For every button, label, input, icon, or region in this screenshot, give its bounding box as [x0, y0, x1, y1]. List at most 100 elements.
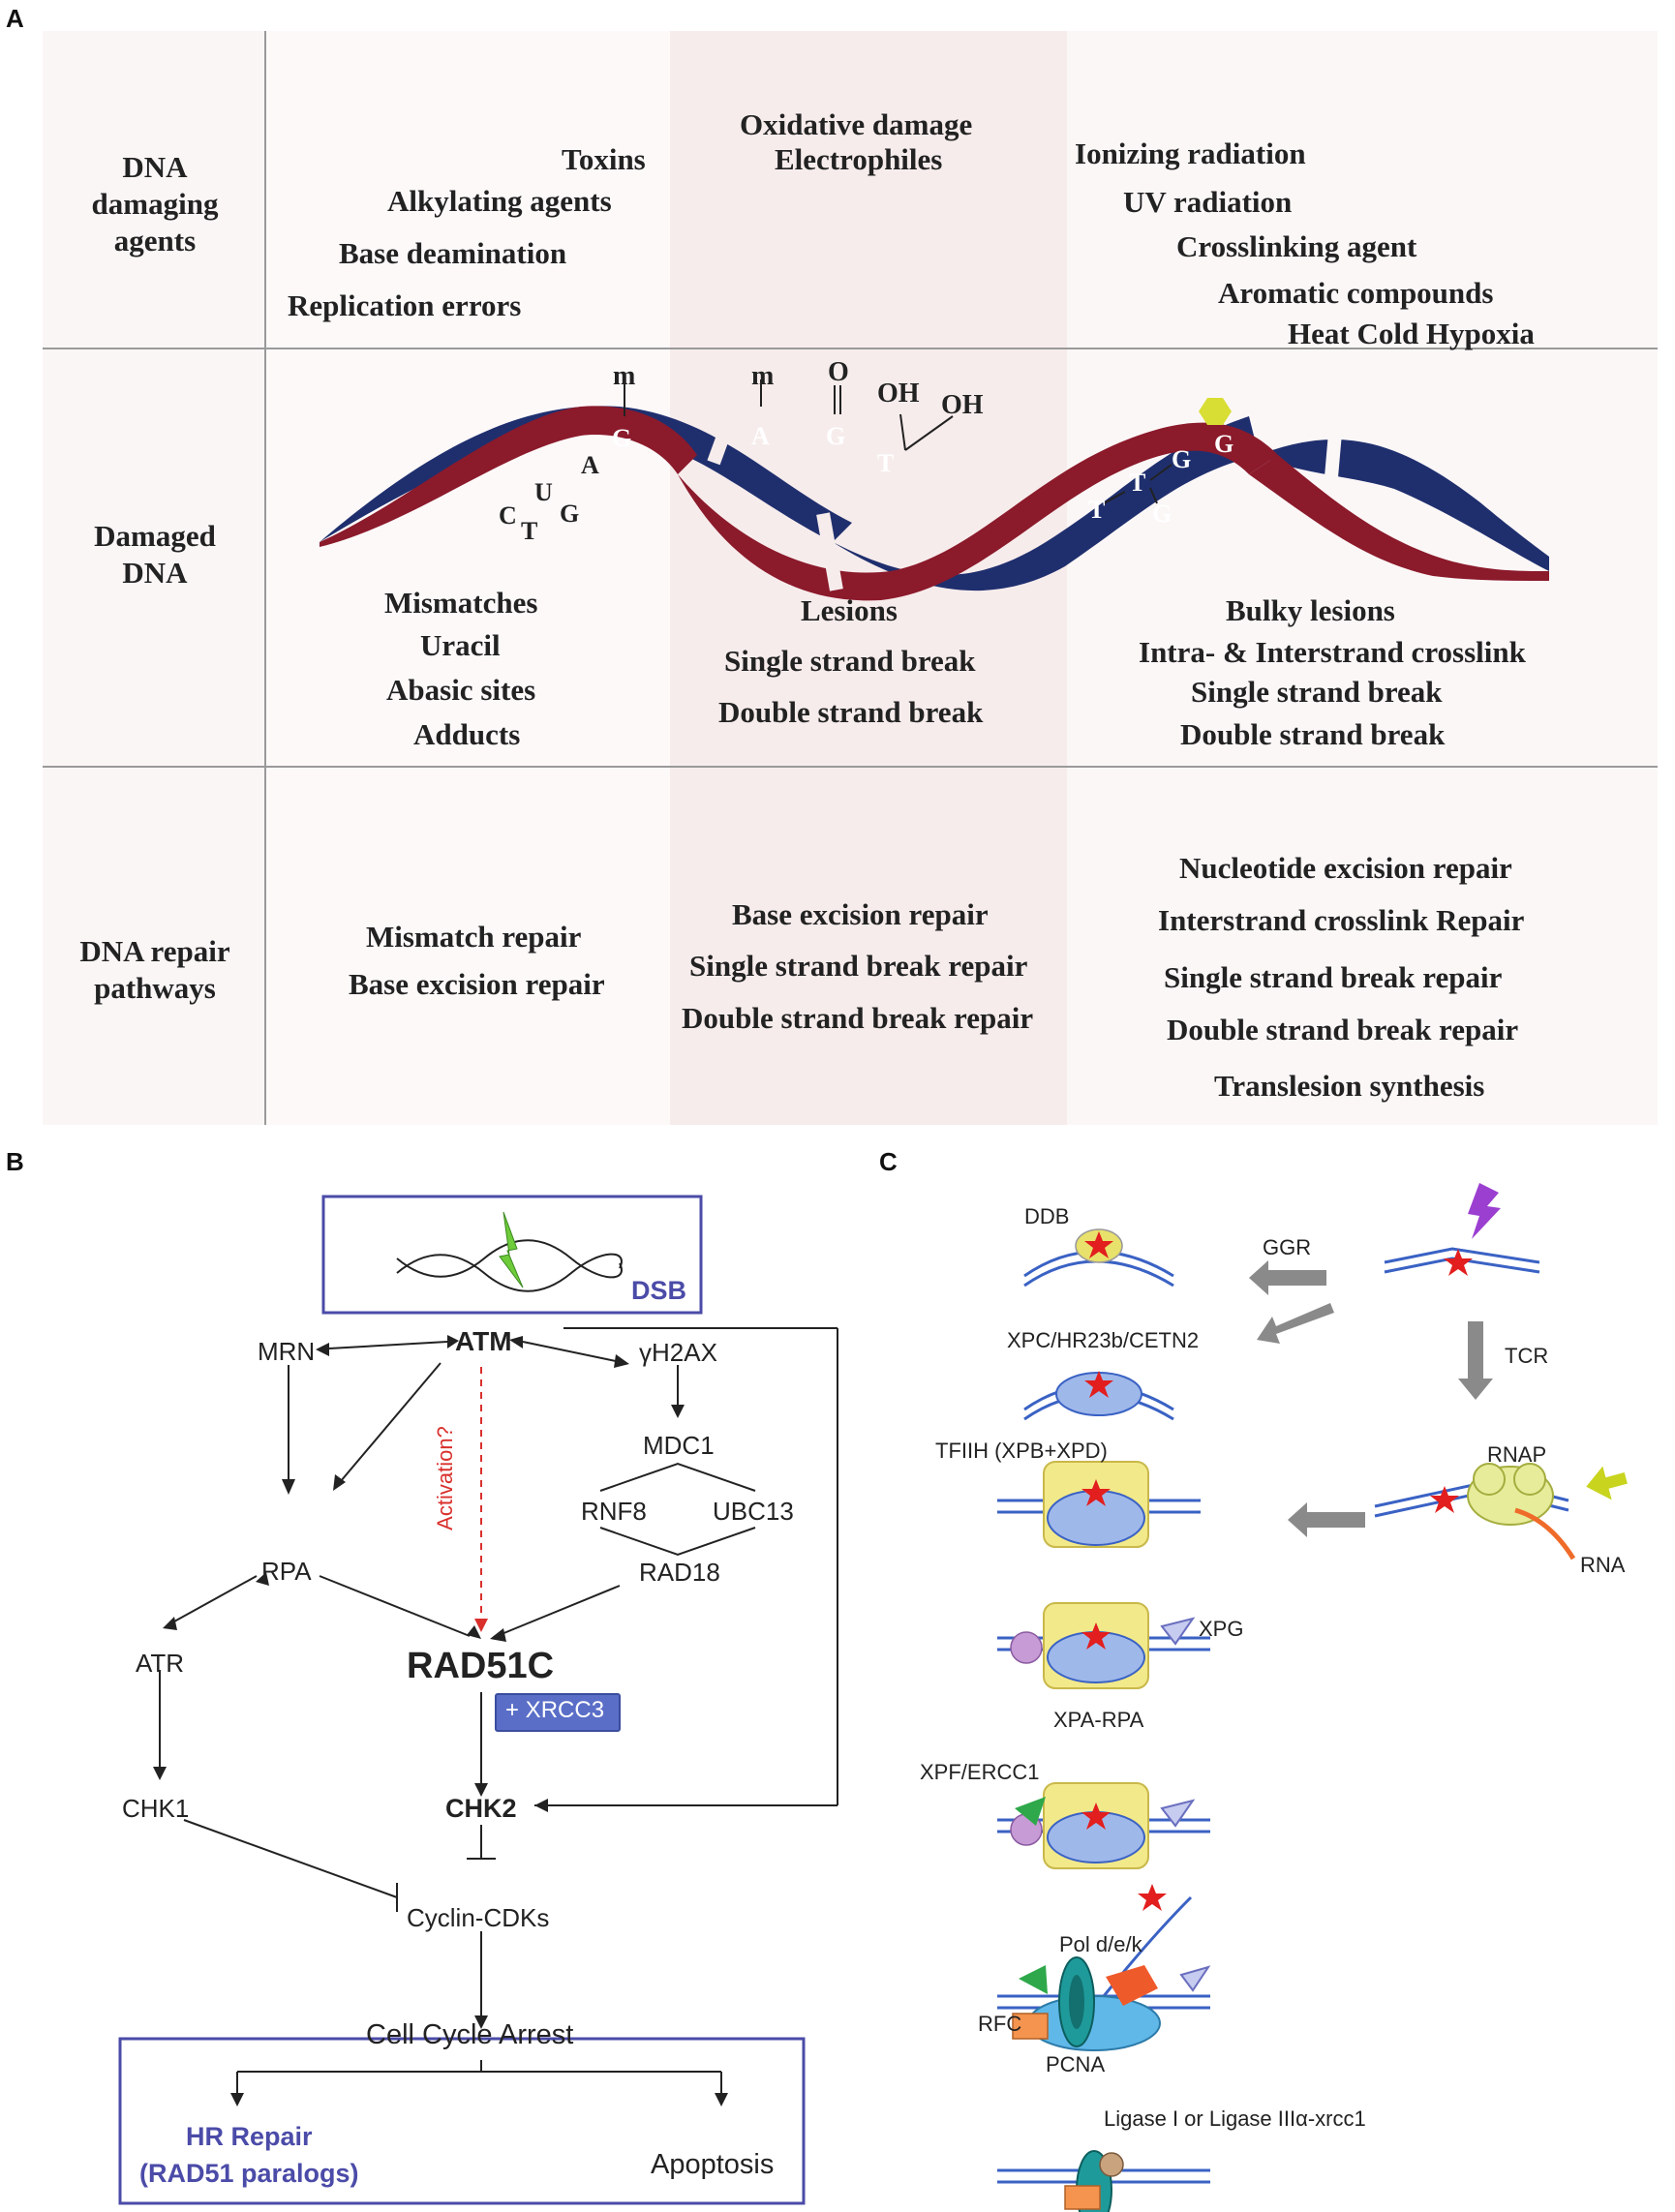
- chk1-node: CHK1: [122, 1794, 190, 1823]
- row-label-repair: DNA repair pathways: [79, 934, 230, 1005]
- agent-crosslinking: Crosslinking agent: [1176, 229, 1417, 263]
- cyclin-cdks-node: Cyclin-CDKs: [407, 1903, 550, 1932]
- damage-bulky: Bulky lesions: [1226, 593, 1395, 627]
- helix-letter: m: [613, 361, 636, 391]
- pathway-b-arrowheads: [153, 1335, 728, 2106]
- pol-label: Pol d/e/k: [1059, 1932, 1142, 1956]
- damage-dsb-2: Double strand break: [1180, 717, 1446, 751]
- activation-label: Activation?: [432, 1426, 457, 1530]
- ubc13-node: UBC13: [713, 1497, 794, 1526]
- helix-letter: C: [499, 501, 517, 530]
- column-3-bg: [1067, 31, 1658, 1125]
- uv-lightning-icon: [1468, 1183, 1501, 1239]
- helix-letter: T: [877, 449, 895, 477]
- panel-c-label: C: [879, 1147, 898, 1176]
- rfc-label: RFC: [978, 2012, 1022, 2036]
- helix-letter: OH: [877, 379, 920, 409]
- damage-ssb: Single strand break: [724, 644, 976, 678]
- helix-letter: T: [1088, 496, 1106, 524]
- rnf8-node: RNF8: [581, 1497, 647, 1526]
- xpf-ercc1-label: XPF/ERCC1: [920, 1760, 1040, 1784]
- damage-adducts: Adducts: [413, 717, 521, 751]
- tcr-label: TCR: [1505, 1344, 1549, 1368]
- chk2-node: CHK2: [445, 1794, 517, 1823]
- helix-letter: G: [560, 500, 580, 528]
- ddb-label: DDB: [1024, 1204, 1070, 1228]
- helix-letter: OH: [941, 390, 984, 420]
- rad51c-node: RAD51C: [407, 1646, 555, 1686]
- xrcc3-label: + XRCC3: [505, 1697, 605, 1723]
- damage-dsb: Double strand break: [718, 695, 984, 729]
- agent-oxidative: Oxidative damage: [740, 107, 973, 141]
- xrcc3-badge: [495, 1693, 621, 1732]
- agent-deamination: Base deamination: [339, 236, 567, 270]
- ggr-label: GGR: [1263, 1235, 1312, 1259]
- agent-electrophiles: Electrophiles: [775, 142, 943, 176]
- damage-crosslink: Intra- & Interstrand crosslink: [1139, 635, 1526, 669]
- helix-letter: G: [1152, 500, 1172, 528]
- panel-b-label: B: [6, 1147, 24, 1176]
- damage-stars: [1081, 1231, 1473, 1911]
- helix-letter: A: [581, 451, 599, 479]
- agent-uv: UV radiation: [1123, 185, 1293, 219]
- dna-helix: [320, 379, 1549, 601]
- agent-ionizing: Ionizing radiation: [1075, 136, 1306, 170]
- row-label-damaged: Damaged DNA: [94, 519, 216, 590]
- damage-ssb-2: Single strand break: [1191, 675, 1443, 709]
- mrn-node: MRN: [258, 1337, 316, 1366]
- rna-label: RNA: [1580, 1553, 1626, 1577]
- repair-dsbr-2: Double strand break repair: [1167, 1013, 1519, 1046]
- repair-ner: Nucleotide excision repair: [1179, 851, 1512, 885]
- agent-alkylating: Alkylating agents: [387, 184, 612, 218]
- apoptosis-node: Apoptosis: [651, 2149, 775, 2180]
- panel-a-label: A: [6, 4, 24, 33]
- atm-node: ATM: [455, 1326, 512, 1356]
- cell-cycle-arrest-node: Cell Cycle Arrest: [366, 2019, 574, 2050]
- agent-heat-cold-hypoxia: Heat Cold Hypoxia: [1288, 317, 1535, 350]
- xpg-label: XPG: [1199, 1617, 1244, 1641]
- dsb-label: DSB: [631, 1276, 687, 1305]
- helix-letter: G: [1214, 430, 1234, 458]
- repair-mismatch: Mismatch repair: [366, 920, 582, 954]
- atr-node: ATR: [136, 1649, 185, 1678]
- rad18-node: RAD18: [639, 1558, 720, 1587]
- h2ax-node: γH2AX: [639, 1338, 717, 1367]
- tfiih-label: TFIIH (XPB+XPD): [935, 1439, 1108, 1463]
- helix-letter: G: [826, 422, 846, 450]
- repair-ssbr-2: Single strand break repair: [1164, 960, 1503, 994]
- repair-ber: Base excision repair: [349, 967, 605, 1001]
- damage-uracil: Uracil: [420, 628, 501, 662]
- pcna-label: PCNA: [1046, 2052, 1106, 2076]
- mdc1-node: MDC1: [643, 1431, 715, 1460]
- repair-dsbr: Double strand break repair: [682, 1001, 1034, 1035]
- xpc-label: XPC/HR23b/CETN2: [1007, 1328, 1200, 1352]
- row-label-agents: DNA damaging agents: [91, 150, 219, 258]
- helix-letter: A: [751, 422, 770, 450]
- rnap-label: RNAP: [1487, 1442, 1547, 1467]
- helix-letter: G: [1172, 445, 1192, 473]
- agent-toxins: Toxins: [562, 142, 646, 176]
- ner-proteins: [1010, 1228, 1628, 2212]
- xpa-rpa-label: XPA-RPA: [1053, 1708, 1144, 1732]
- pathway-b-lines: [118, 1195, 838, 2205]
- column-1-bg: [265, 31, 670, 1125]
- repair-tls: Translesion synthesis: [1214, 1069, 1485, 1103]
- ligase-label: Ligase I or Ligase IIIα-xrcc1: [1104, 2106, 1366, 2131]
- repair-ssbr: Single strand break repair: [689, 949, 1028, 983]
- agent-aromatic: Aromatic compounds: [1218, 276, 1494, 310]
- damage-lesions: Lesions: [801, 593, 898, 627]
- helix-letter: O: [828, 357, 849, 387]
- agent-replication: Replication errors: [288, 288, 522, 322]
- process-arrows: [1249, 1260, 1493, 1537]
- rad51-paralogs-label: (RAD51 paralogs): [139, 2159, 359, 2188]
- damage-abasic: Abasic sites: [386, 673, 536, 707]
- helix-letter: m: [751, 361, 775, 391]
- helix-letter: T: [521, 517, 538, 545]
- helix-letter: U: [534, 478, 553, 506]
- helix-letter: G: [612, 424, 632, 452]
- hr-repair-label: HR Repair: [186, 2122, 313, 2151]
- helix-letter: T: [1129, 469, 1146, 497]
- row-label-column: [43, 31, 265, 1125]
- repair-icl: Interstrand crosslink Repair: [1158, 903, 1525, 937]
